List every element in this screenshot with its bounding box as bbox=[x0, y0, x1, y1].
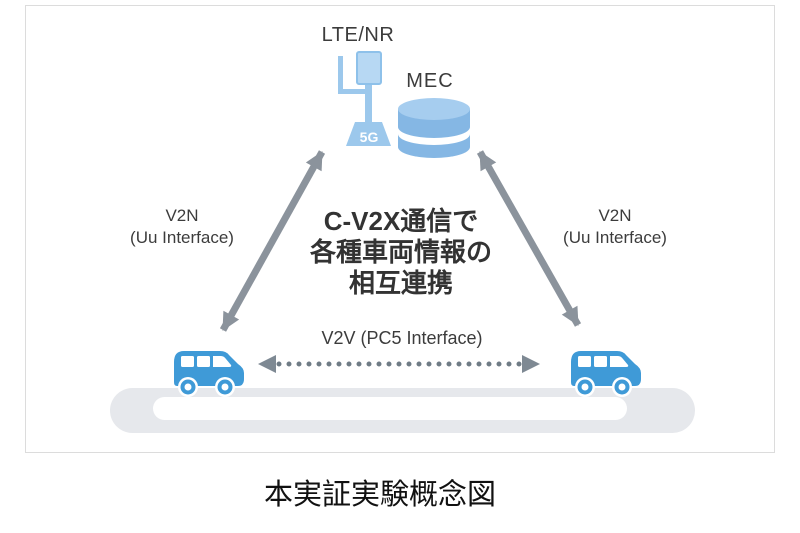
car-icon-right bbox=[571, 351, 641, 397]
center-message-line3: 相互連携 bbox=[348, 268, 453, 298]
mec-database-icon bbox=[398, 98, 470, 158]
station-5g-badge: 5G bbox=[360, 129, 379, 145]
v2n-arrow-right bbox=[476, 150, 582, 327]
v2n-label-left: V2N (Uu Interface) bbox=[92, 205, 272, 249]
v2n-label-right: V2N (Uu Interface) bbox=[525, 205, 705, 249]
base-station-icon: 5G bbox=[338, 51, 391, 146]
car-icon-left bbox=[174, 351, 244, 397]
center-message-line2: 各種車両情報の bbox=[309, 237, 492, 267]
network-label: LTE/NR bbox=[321, 24, 395, 46]
v2n-right-subtitle: (Uu Interface) bbox=[563, 228, 667, 247]
diagram-canvas: 5G bbox=[110, 51, 695, 433]
mec-label: MEC bbox=[406, 70, 454, 92]
center-message: C-V2X通信で 各種車両情報の 相互連携 bbox=[276, 206, 526, 299]
figure-caption: 本実証実験概念図 bbox=[263, 479, 496, 511]
v2n-arrow-left bbox=[219, 150, 326, 332]
v2n-left-title: V2N bbox=[165, 206, 199, 225]
center-message-line1: C-V2X通信で bbox=[323, 206, 479, 236]
v2n-right-title: V2N bbox=[598, 206, 632, 225]
road-loop-icon bbox=[110, 388, 695, 433]
v2n-left-subtitle: (Uu Interface) bbox=[130, 228, 234, 247]
v2v-dotted-arrow bbox=[258, 355, 540, 373]
v2v-label: V2V (PC5 Interface) bbox=[321, 328, 483, 348]
diagram-frame: 5G bbox=[25, 5, 775, 453]
